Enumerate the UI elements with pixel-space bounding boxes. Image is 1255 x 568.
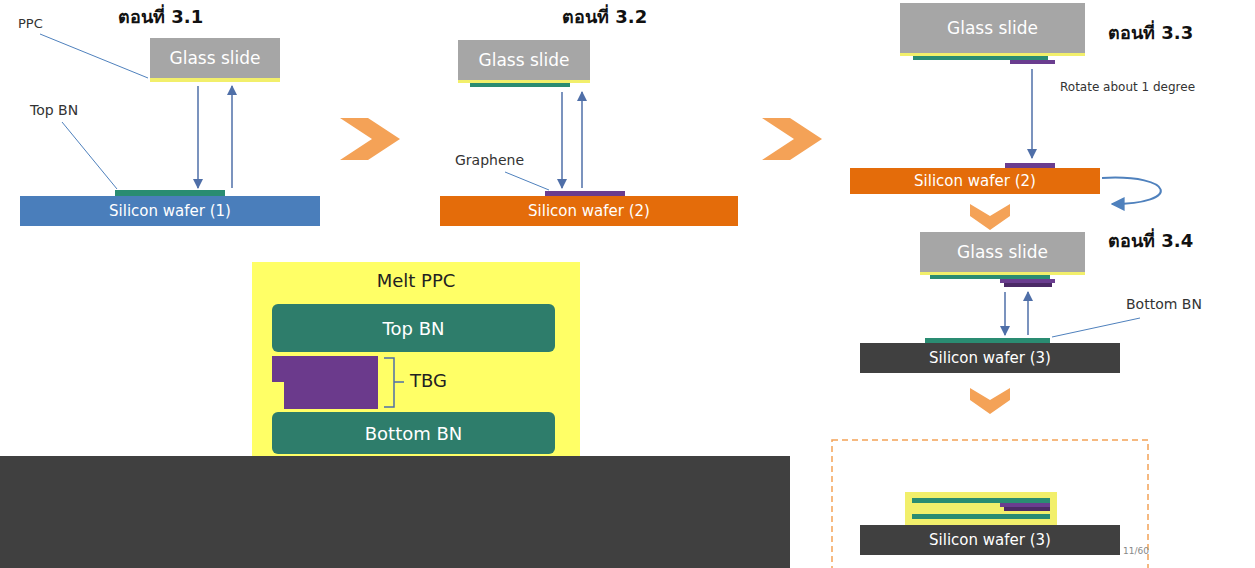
part-label: TBG xyxy=(410,370,447,391)
bracket xyxy=(384,358,404,407)
node-text: Silicon wafer (3) xyxy=(929,531,1051,549)
node-text: Glass slide xyxy=(947,18,1038,38)
glass-slide: Glass slide xyxy=(150,38,280,78)
bn-flake xyxy=(930,275,1050,279)
stack-arrow xyxy=(197,86,199,188)
step-label: ตอนที่ 3.4 xyxy=(1108,226,1193,255)
graphene-flake xyxy=(1000,503,1050,507)
node-text: Silicon wafer (2) xyxy=(528,202,650,220)
node-text: Glass slide xyxy=(479,50,570,70)
graphene-flake xyxy=(1004,507,1050,511)
silicon-wafer: Silicon wafer (3) xyxy=(860,343,1120,373)
silicon-wafer: Silicon wafer (2) xyxy=(850,168,1100,194)
ppc-layer xyxy=(920,272,1085,275)
graphene-flake xyxy=(1004,283,1052,287)
part-label: Top BN xyxy=(30,102,78,118)
leader-line xyxy=(1052,318,1140,337)
stack-arrow xyxy=(561,92,563,188)
melt-ppc xyxy=(905,492,1057,525)
graphene-flake xyxy=(1000,279,1055,283)
graphene-layer xyxy=(284,382,378,409)
graphene-flake xyxy=(1010,60,1055,64)
node-text: Silicon wafer (1) xyxy=(109,202,231,220)
ppc-layer xyxy=(150,78,280,82)
step-label: ตอนที่ 3.2 xyxy=(562,2,647,31)
node-text: Bottom BN xyxy=(365,423,463,444)
glass-slide: Glass slide xyxy=(458,40,590,80)
stack-arrow xyxy=(1004,292,1006,335)
melt-ppc-box: Melt PPC Top BN Bottom BN xyxy=(252,262,580,456)
node-text: Glass slide xyxy=(170,48,261,68)
bn-flake xyxy=(912,514,1050,519)
glass-slide: Glass slide xyxy=(920,232,1085,272)
node-text: Glass slide xyxy=(957,242,1048,262)
bn-flake xyxy=(470,83,570,87)
stack-arrow xyxy=(1027,292,1029,335)
node-text: Silicon wafer (3) xyxy=(929,349,1051,367)
stack-arrow xyxy=(581,92,583,188)
ppc-layer xyxy=(458,80,590,83)
bn-flake xyxy=(913,56,1048,60)
substrate xyxy=(0,456,790,568)
stack-arrow xyxy=(1031,69,1033,158)
glass-slide: Glass slide xyxy=(900,3,1085,53)
bn-flake xyxy=(912,498,1050,503)
ppc-layer xyxy=(900,53,1085,56)
part-label: Graphene xyxy=(455,152,524,168)
melt-ppc xyxy=(252,262,580,456)
node-text: Silicon wafer (2) xyxy=(914,172,1036,190)
stack-arrow xyxy=(231,86,233,188)
silicon-wafer: Silicon wafer (3) xyxy=(860,525,1120,555)
part-label: PPC xyxy=(18,16,43,31)
step-label: ตอนที่ 3.1 xyxy=(118,2,203,31)
rotation-arrow xyxy=(1102,178,1161,204)
leader-line xyxy=(505,172,549,190)
result-frame xyxy=(832,440,1148,568)
page-number: 11/60 xyxy=(1123,546,1149,556)
bn-layer: Bottom BN xyxy=(272,412,555,454)
bn-layer: Top BN xyxy=(272,304,555,352)
part-label: Bottom BN xyxy=(1126,296,1202,312)
leader-line xyxy=(62,122,117,189)
leader-line xyxy=(40,34,148,78)
silicon-wafer: Silicon wafer (2) xyxy=(440,196,738,226)
node-text: Melt PPC xyxy=(377,270,456,291)
step-label: ตอนที่ 3.3 xyxy=(1108,18,1193,47)
graphene-layer xyxy=(272,356,378,382)
node-text: Top BN xyxy=(383,318,445,339)
silicon-wafer: Silicon wafer (1) xyxy=(20,196,320,226)
note-label: Rotate about 1 degree xyxy=(1060,80,1195,94)
